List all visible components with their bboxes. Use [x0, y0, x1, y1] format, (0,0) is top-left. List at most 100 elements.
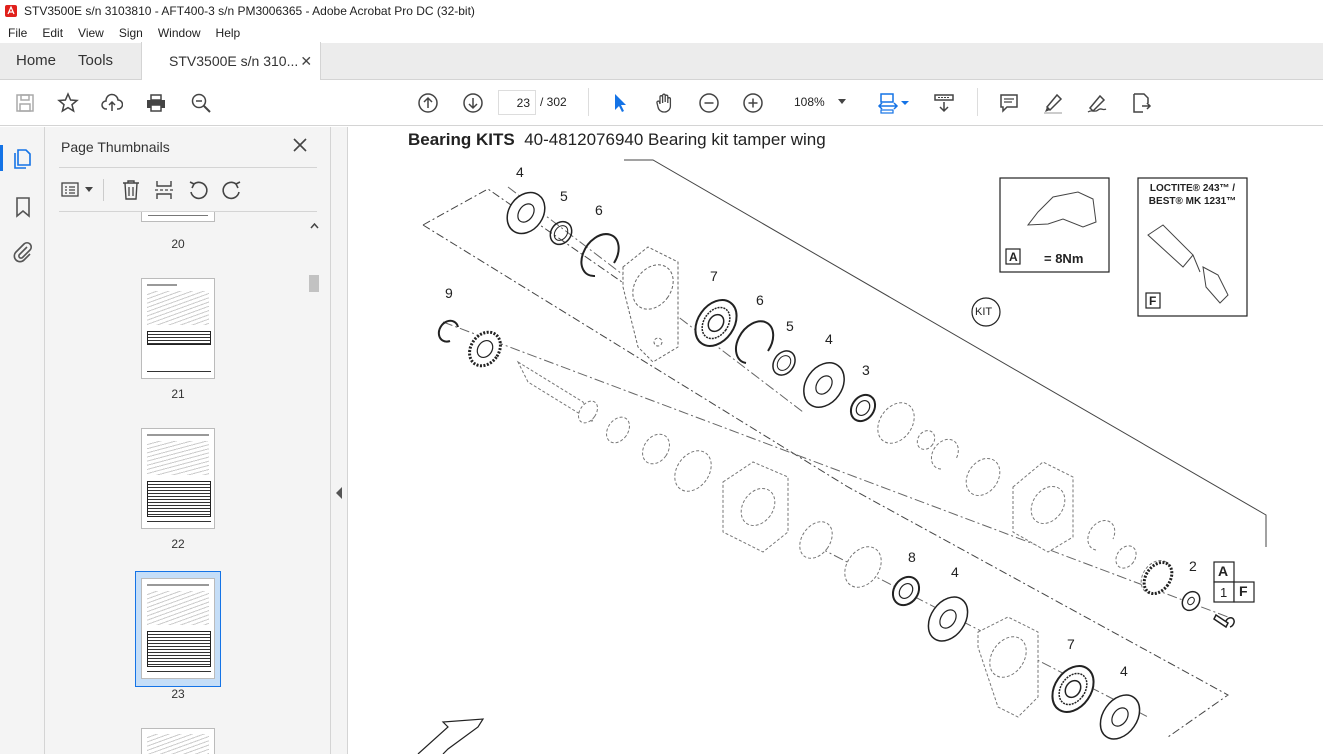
- page-total: / 302: [540, 95, 567, 109]
- callout-number: 6: [595, 202, 603, 218]
- callout-number: 5: [786, 318, 794, 334]
- loctite-key-box: [1145, 292, 1161, 309]
- thumbnails-panel: Page Thumbnails 20 21 22: [45, 127, 331, 754]
- toolbar-separator: [588, 88, 589, 116]
- callout-number: 4: [516, 164, 524, 180]
- callout-number: 4: [1120, 663, 1128, 679]
- collapse-left-icon[interactable]: [335, 487, 343, 499]
- housing-ghost-top: [622, 246, 679, 363]
- menu-help[interactable]: Help: [215, 25, 241, 40]
- callout-number: 2: [1189, 558, 1197, 574]
- thumbnail-page-number: 22: [171, 537, 185, 551]
- delete-page-icon[interactable]: [121, 179, 141, 201]
- menu-sign[interactable]: Sign: [118, 25, 143, 40]
- thumbnail-list: 20 21 22 23: [45, 212, 331, 754]
- select-cursor-icon[interactable]: [608, 91, 632, 115]
- heading-bold: Bearing KITS: [408, 130, 515, 149]
- save-icon[interactable]: [13, 91, 37, 115]
- clip-part-9: [437, 319, 459, 343]
- document-view[interactable]: Bearing KITS 40-4812076940 Bearing kit t…: [348, 127, 1323, 754]
- callout-number: 5: [560, 188, 568, 204]
- bearing-part-7: [694, 299, 738, 347]
- print-icon[interactable]: [144, 91, 168, 115]
- scroll-up-icon[interactable]: [310, 222, 319, 229]
- close-tab-icon[interactable]: ✕: [300, 52, 313, 69]
- previous-page-icon[interactable]: [416, 91, 440, 115]
- exploded-parts-diagram: [417, 159, 1267, 754]
- thumbnail-page[interactable]: [141, 278, 215, 379]
- thumbnail-page-selected[interactable]: [141, 578, 215, 679]
- attachment-icon[interactable]: [11, 240, 35, 264]
- key-f-box: [1233, 581, 1255, 603]
- glue-bottle-icon: [1147, 224, 1201, 273]
- bearing-part-7b: [1051, 665, 1095, 713]
- scroll-mode-icon[interactable]: [932, 91, 956, 115]
- tab-home-label: Home: [16, 52, 57, 69]
- callout-number: 9: [445, 285, 453, 301]
- torque-label: = 8Nm: [1044, 251, 1084, 266]
- tab-home[interactable]: Home: [0, 42, 72, 79]
- page-number-input[interactable]: 23: [498, 90, 536, 115]
- menu-edit[interactable]: Edit: [42, 25, 64, 40]
- toolbar-separator: [977, 88, 978, 116]
- washer-part-4b: [803, 362, 845, 408]
- chevron-down-icon[interactable]: [85, 187, 93, 193]
- document-heading: Bearing KITS 40-4812076940 Bearing kit t…: [408, 130, 826, 150]
- finger-icon: [1202, 266, 1229, 304]
- window-title: STV3500E s/n 3103810 - AFT400-3 s/n PM30…: [24, 4, 475, 18]
- key-f: F: [1239, 583, 1248, 599]
- callout-number: 8: [908, 549, 916, 565]
- thumbnail-scrollbar[interactable]: [307, 222, 321, 754]
- loctite-label-line-1: LOCTITE® 243™ /: [1149, 183, 1236, 194]
- menu-view[interactable]: View: [78, 25, 104, 40]
- callout-number: 3: [862, 362, 870, 378]
- panel-divider: [59, 167, 317, 168]
- circlip-part-6: [580, 233, 620, 278]
- export-pdf-icon[interactable]: [1129, 91, 1153, 115]
- callout-number: 4: [951, 564, 959, 580]
- washer-part-4d: [1099, 694, 1141, 740]
- bookmark-icon[interactable]: [11, 195, 35, 219]
- comment-icon[interactable]: [997, 91, 1021, 115]
- rotate-right-icon[interactable]: [221, 179, 243, 201]
- thumbnail-page[interactable]: [141, 428, 215, 529]
- zoom-out-icon[interactable]: [697, 91, 721, 115]
- circlip-part-6b: [735, 320, 775, 364]
- fill-sign-icon[interactable]: [1085, 91, 1109, 115]
- tab-document-label: STV3500E s/n 310...: [169, 53, 299, 69]
- active-rail-marker: [0, 145, 3, 171]
- title-bar: STV3500E s/n 3103810 - AFT400-3 s/n PM30…: [0, 0, 1323, 22]
- bookmark-star-icon[interactable]: [56, 91, 80, 115]
- tab-tools[interactable]: Tools: [72, 42, 141, 79]
- close-panel-icon[interactable]: [292, 137, 308, 153]
- highlight-pen-icon[interactable]: [1041, 91, 1065, 115]
- hand-tool-icon[interactable]: [653, 91, 677, 115]
- thumbnail-options-icon[interactable]: [61, 181, 81, 199]
- upload-cloud-icon[interactable]: [100, 91, 124, 115]
- menu-window[interactable]: Window: [157, 25, 201, 40]
- tab-document[interactable]: STV3500E s/n 310... ✕: [141, 42, 322, 80]
- zoom-in-icon[interactable]: [741, 91, 765, 115]
- zoom-search-icon[interactable]: [189, 91, 213, 115]
- thumbnail-page[interactable]: [141, 212, 215, 222]
- scrollbar-thumb[interactable]: [309, 275, 319, 292]
- next-page-icon[interactable]: [461, 91, 485, 115]
- panel-divider: [59, 211, 317, 212]
- menu-file[interactable]: File: [8, 25, 28, 40]
- thumbnail-page-number: 20: [171, 237, 185, 251]
- wrench-hand-icon: [1026, 191, 1097, 228]
- rotate-left-icon[interactable]: [187, 179, 209, 201]
- page-fit-icon[interactable]: [876, 91, 900, 115]
- zoom-dropdown-icon[interactable]: [838, 99, 846, 104]
- acrobat-logo-icon: [5, 5, 17, 17]
- thumbnail-page[interactable]: [141, 728, 215, 754]
- washer-part-4c: [927, 596, 969, 642]
- page-thumbnails-icon[interactable]: [11, 147, 35, 171]
- loctite-key: F: [1149, 294, 1157, 308]
- extract-page-icon[interactable]: [154, 179, 174, 201]
- page-fit-dropdown-icon[interactable]: [900, 91, 910, 115]
- zoom-level-select[interactable]: 108%: [794, 95, 825, 109]
- spacer-part-8: [891, 575, 921, 607]
- key-a: A: [1218, 563, 1229, 579]
- collapse-panel-strip[interactable]: [331, 127, 348, 754]
